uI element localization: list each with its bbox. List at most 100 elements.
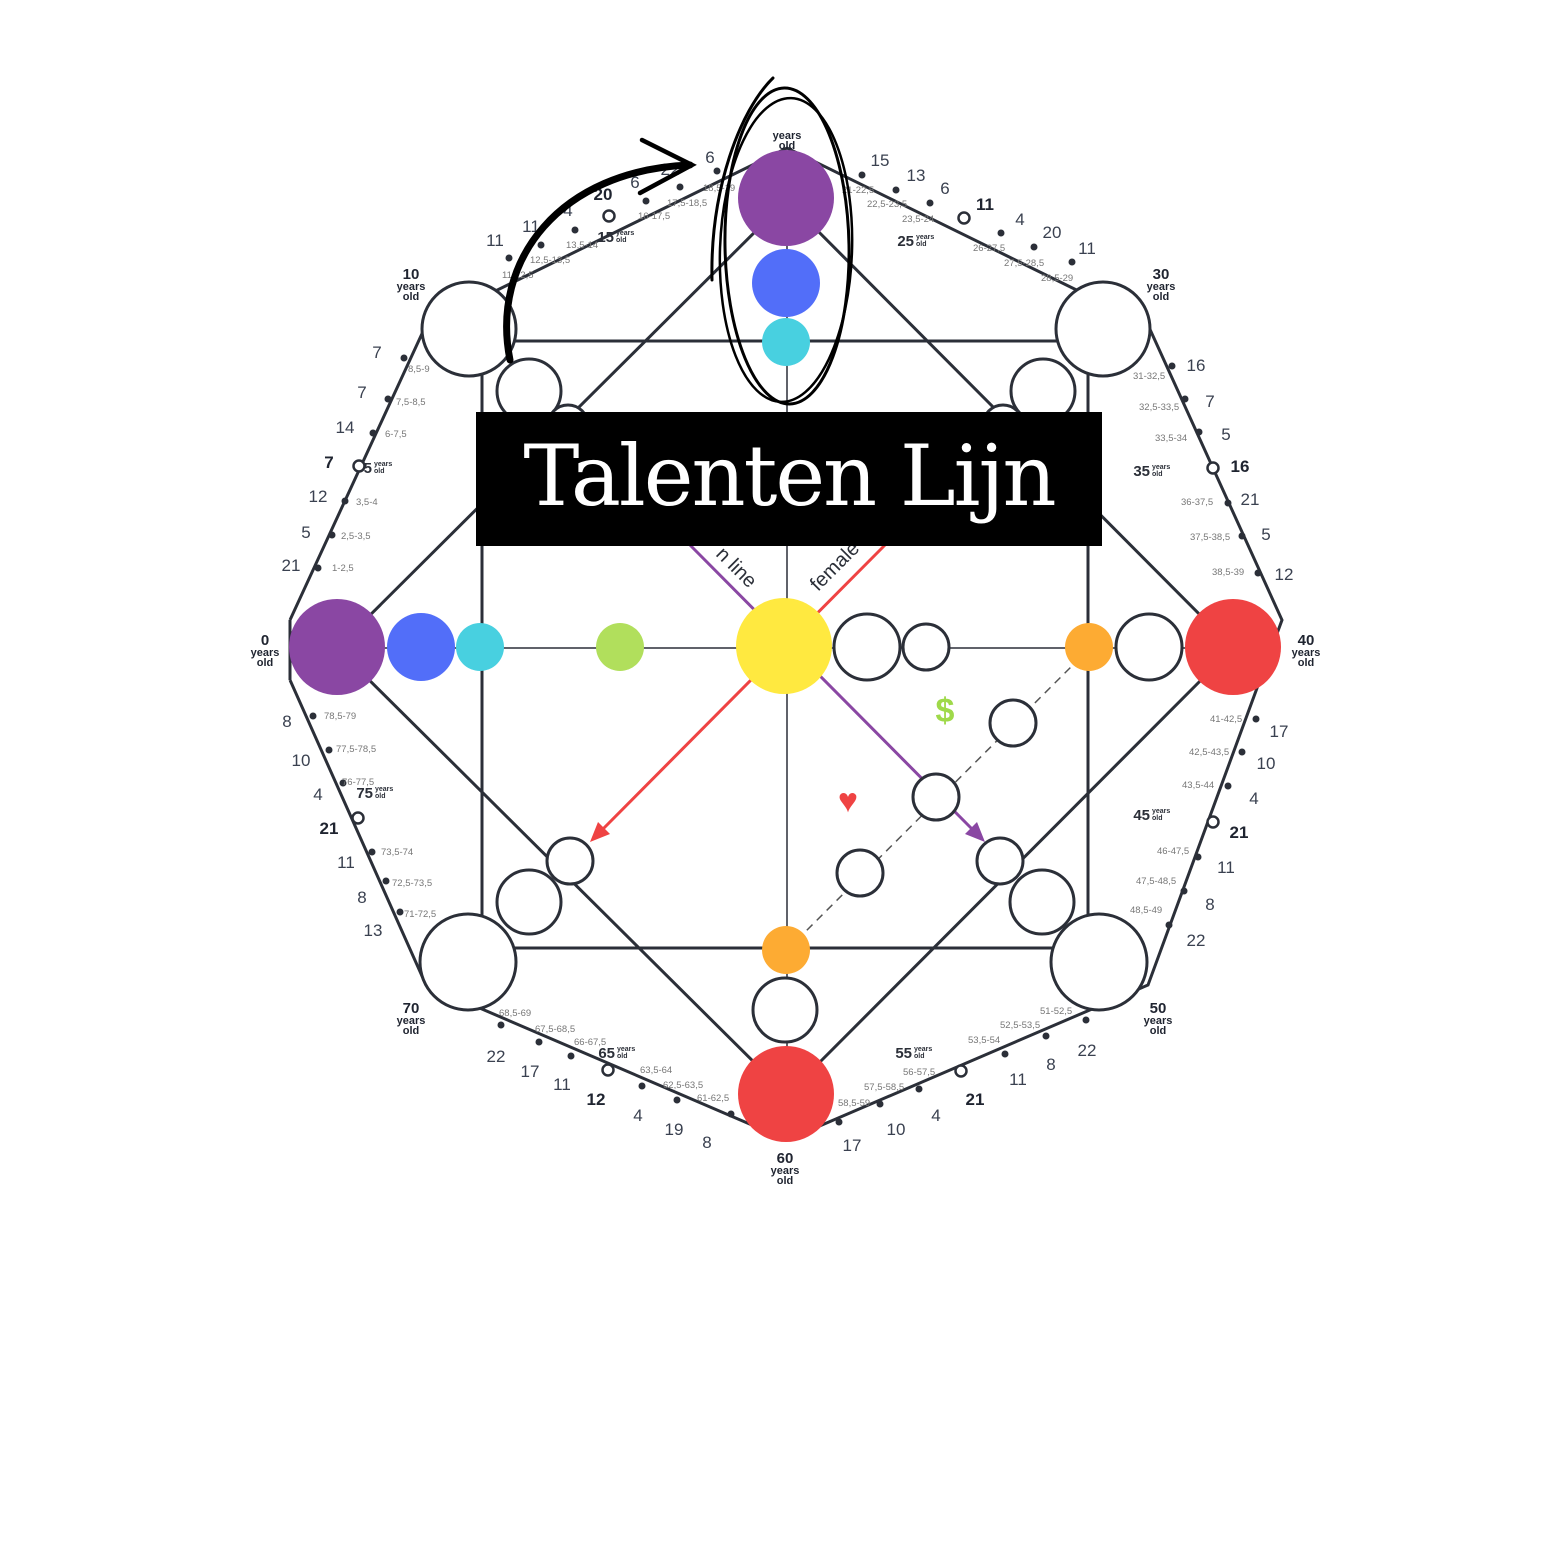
age-range-label: 16-17,5 — [638, 211, 670, 222]
talent-number: 4 — [1015, 210, 1024, 229]
old-label: old — [617, 1053, 628, 1060]
blue-circle-top — [752, 249, 820, 317]
half-decade-age: 75 — [356, 785, 373, 802]
years-label: years — [1147, 281, 1176, 293]
age-range-label: 17,5-18,5 — [667, 198, 707, 209]
half-decade-age: 15 — [597, 229, 614, 246]
age-range-label: 53,5-54 — [968, 1035, 1000, 1046]
age-range-label: 41-42,5 — [1210, 714, 1242, 725]
age-range-label: 48,5-49 — [1130, 905, 1162, 916]
talent-number: 21 — [282, 556, 301, 575]
talent-number: 16 — [1187, 356, 1206, 375]
talent-number: 4 — [931, 1106, 940, 1125]
age-range-label: 67,5-68,5 — [535, 1024, 575, 1035]
decade-age: 0 — [261, 632, 269, 649]
years-label: years — [251, 647, 280, 659]
age-range-label: 61-62,5 — [697, 1093, 729, 1104]
age-range-label: 52,5-53,5 — [1000, 1020, 1040, 1031]
talent-number: 12 — [1275, 565, 1294, 584]
talent-number: 14 — [336, 418, 355, 437]
old-label: old — [375, 793, 386, 800]
age-range-label: 27,5-28,5 — [1004, 258, 1044, 269]
curved-arrow — [503, 161, 694, 364]
age-range-label: 77,5-78,5 — [336, 744, 376, 755]
age-range-label: 22,5-23,5 — [867, 199, 907, 210]
talent-number: 4 — [563, 201, 572, 220]
age-range-label: 58,5-59 — [838, 1098, 870, 1109]
talent-number: 22 — [1187, 931, 1206, 950]
age-range-label: 12,5-13,5 — [530, 255, 570, 266]
age-range-label: 71-72,5 — [404, 909, 436, 920]
talent-number: 8 — [1046, 1055, 1055, 1074]
old-label: old — [403, 291, 420, 303]
old-label: old — [777, 1175, 794, 1187]
years-label: years — [914, 1046, 932, 1053]
old-label: old — [1150, 1025, 1167, 1037]
talent-number: 11 — [1217, 858, 1235, 877]
talent-number: 17 — [521, 1062, 540, 1081]
half-decade-age: 65 — [598, 1045, 615, 1062]
age-range-label: 43,5-44 — [1182, 780, 1214, 791]
page-title: Talenten Lijn — [523, 427, 1056, 525]
years-label: years — [375, 786, 393, 793]
talent-number: 6 — [630, 173, 639, 192]
talent-number: 8 — [282, 712, 291, 731]
decade-age: 70 — [403, 1000, 420, 1017]
talent-number: 12 — [309, 487, 328, 506]
talent-number: 21 — [1241, 490, 1260, 509]
age-range-label: 13,5-14 — [566, 240, 598, 251]
age-range-label: 63,5-64 — [640, 1065, 672, 1076]
age-range-label: 38,5-39 — [1212, 567, 1244, 578]
yellow-circle-center — [736, 598, 832, 694]
old-label: old — [1152, 471, 1163, 478]
red-circle-right — [1185, 599, 1281, 695]
years-label: years — [1152, 808, 1170, 815]
talent-number: 6 — [705, 148, 714, 167]
talent-number: 16 — [1231, 457, 1250, 476]
heart-icon: ♥ — [838, 782, 858, 820]
age-range-label: 56-57,5 — [903, 1067, 935, 1078]
talent-number: 4 — [313, 785, 322, 804]
age-range-label: 51-52,5 — [1040, 1006, 1072, 1017]
age-range-label: 1-2,5 — [332, 563, 354, 574]
years-label: years — [397, 1015, 426, 1027]
age-range-label: 68,5-69 — [499, 1008, 531, 1019]
decade-age: 40 — [1298, 632, 1315, 649]
years-label: years — [771, 1165, 800, 1177]
talent-number: 8 — [702, 1133, 711, 1152]
decade-age: 50 — [1150, 1000, 1167, 1017]
talent-number: 11 — [976, 195, 994, 214]
colored-circles — [289, 150, 1281, 1142]
orange-circle-bottom — [762, 926, 810, 974]
old-label: old — [257, 657, 274, 669]
age-range-label: 62,5-63,5 — [663, 1080, 703, 1091]
half-decade-age: 5 — [364, 460, 372, 477]
age-range-label: 76-77,5 — [342, 777, 374, 788]
age-range-label: 2,5-3,5 — [341, 531, 371, 542]
half-decade-age: 35 — [1133, 463, 1150, 480]
talent-number: 15 — [871, 151, 890, 170]
age-range-label: 28,5-29 — [1041, 273, 1073, 284]
talent-number: 10 — [292, 751, 311, 770]
age-range-label: 36-37,5 — [1181, 497, 1213, 508]
years-label: years — [1152, 464, 1170, 471]
age-range-label: 73,5-74 — [381, 847, 413, 858]
talent-number: 21 — [320, 819, 339, 838]
age-range-label: 78,5-79 — [324, 711, 356, 722]
blue-circle-left — [387, 613, 455, 681]
talent-number: 8 — [357, 888, 366, 907]
age-range-label: 37,5-38,5 — [1190, 532, 1230, 543]
age-range-label: 42,5-43,5 — [1189, 747, 1229, 758]
age-range-label: 31-32,5 — [1133, 371, 1165, 382]
old-label: old — [914, 1053, 925, 1060]
decade-age: 10 — [403, 266, 420, 283]
tick-dots — [309, 167, 1262, 1126]
half-decade-markers — [351, 209, 1220, 1078]
talent-number: 12 — [587, 1090, 606, 1109]
annotation-pen-stroke — [710, 76, 775, 282]
age-range-label: 8,5-9 — [408, 364, 430, 375]
old-label: old — [779, 140, 796, 152]
dollar-icon: $ — [936, 692, 955, 730]
